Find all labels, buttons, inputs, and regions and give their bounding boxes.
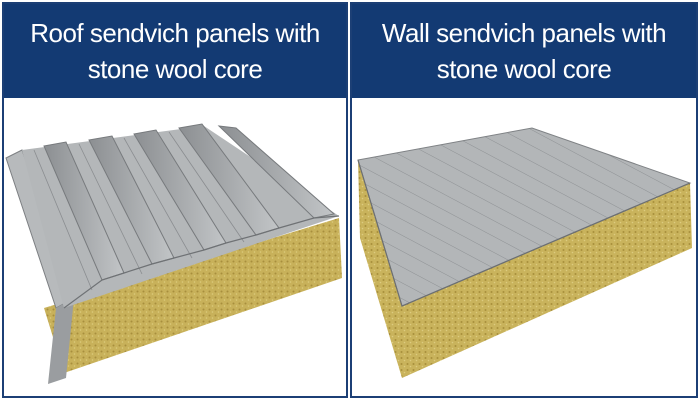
wall-sandwich-panel-icon <box>357 127 692 378</box>
roof-panel-header: Roof sendvich panels with stone wool cor… <box>4 4 346 98</box>
wall-panel-illustration <box>352 98 696 396</box>
roof-sandwich-panel-icon <box>5 123 342 384</box>
wall-panel-card: Wall sendvich panels with stone wool cor… <box>350 2 698 398</box>
roof-panel-illustration <box>4 98 346 396</box>
roof-panel-title: Roof sendvich panels with stone wool cor… <box>30 18 320 84</box>
roof-panel-card: Roof sendvich panels with stone wool cor… <box>2 2 348 398</box>
wall-panel-header: Wall sendvich panels with stone wool cor… <box>352 4 696 98</box>
wall-panel-title: Wall sendvich panels with stone wool cor… <box>381 18 667 84</box>
